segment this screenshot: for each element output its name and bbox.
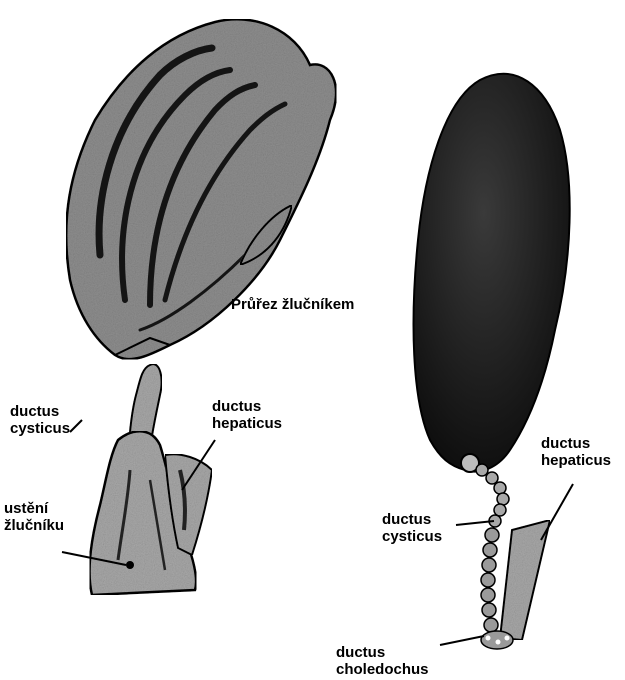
section-title-label: Průřez žlučníkem [231, 296, 354, 313]
label-right-ductus-choledochus: ductus choledochus [336, 644, 429, 678]
leader-left-cysticus [70, 420, 82, 432]
gallbladder-opening-dot [126, 561, 134, 569]
section-title-text: Průřez žlučníkem [231, 296, 354, 313]
label-right-choledochus-line2: choledochus [336, 661, 429, 678]
label-left-hepaticus-line2: hepaticus [212, 415, 282, 432]
label-left-ductus-cysticus: ductus cysticus [10, 403, 70, 437]
cystic-duct-right [476, 464, 509, 527]
label-right-hepaticus-line1: ductus [541, 435, 611, 452]
label-right-ductus-hepaticus: ductus hepaticus [541, 435, 611, 469]
duct-detail-left [62, 364, 215, 595]
leader-right-choledochus [440, 636, 484, 645]
label-left-opening-line2: žlučníku [4, 517, 64, 534]
label-right-ductus-cysticus: ductus cysticus [382, 511, 442, 545]
label-right-hepaticus-line2: hepaticus [541, 452, 611, 469]
leader-right-hepaticus [541, 484, 573, 540]
label-left-gallbladder-opening: ustění žlučníku [4, 500, 64, 534]
label-right-cysticus-line1: ductus [382, 511, 442, 528]
label-left-ductus-hepaticus: ductus hepaticus [212, 398, 282, 432]
leader-right-cysticus [456, 521, 494, 525]
label-left-cysticus-line1: ductus [10, 403, 70, 420]
label-left-opening-line1: ustění [4, 500, 64, 517]
gallbladder-body-dark [414, 74, 570, 472]
gallbladder-whole [414, 74, 573, 649]
label-left-hepaticus-line1: ductus [212, 398, 282, 415]
label-right-cysticus-line2: cysticus [382, 528, 442, 545]
label-left-cysticus-line2: cysticus [10, 420, 70, 437]
label-right-choledochus-line1: ductus [336, 644, 429, 661]
